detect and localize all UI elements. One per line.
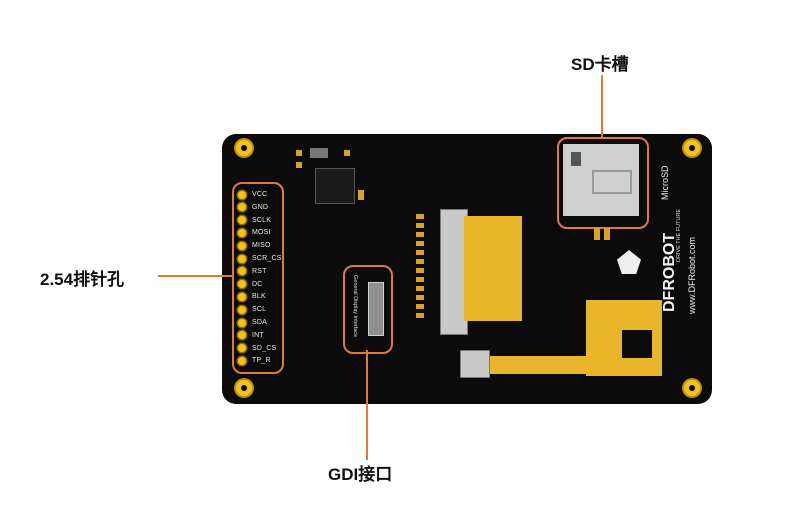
sd-slot-label: SD卡槽 [571, 55, 629, 74]
pin-label: VCC [252, 191, 268, 198]
pin-hole [238, 203, 246, 212]
touch-fpc-cutout [622, 330, 652, 358]
pin-hole [238, 216, 246, 225]
component-column [416, 214, 424, 336]
pin-label: SD_CS [252, 344, 277, 352]
pin-hole [238, 318, 246, 327]
touch-fpc-connector [460, 350, 490, 378]
component [296, 150, 302, 156]
component [296, 162, 302, 168]
mounting-hole-top-right [684, 140, 700, 156]
pin-label: SCL [252, 306, 267, 314]
pin-header: VCC GND SCLK MOSI MISO SCR_CS RST DC BLK… [238, 188, 283, 368]
pin-hole [238, 356, 246, 365]
pin-label: SDA [252, 319, 267, 326]
pin-hole [238, 228, 246, 237]
display-fpc-connector [440, 209, 468, 335]
sd-slot-leader-line [601, 75, 603, 137]
url-text: www.DFRobot.com [687, 236, 697, 314]
sd-slot-detail [592, 170, 632, 194]
pin-label: SCR_CS [252, 255, 282, 262]
mounting-hole-bottom-right [684, 380, 700, 396]
pin-label: INT [252, 331, 264, 339]
pin-label: DC [252, 280, 263, 288]
pin-header-callout [232, 182, 284, 374]
pin-header-label: 2.54排针孔 [40, 270, 125, 289]
gdi-callout [343, 265, 393, 354]
component [594, 228, 600, 240]
pin-hole [238, 280, 246, 289]
pin-label: SCLK [252, 216, 272, 224]
pin-label: MISO [252, 242, 271, 250]
sd-slot-detail [571, 152, 581, 166]
mounting-hole-top-left [236, 140, 252, 156]
component [604, 228, 610, 240]
gdi-connector [368, 282, 384, 336]
pin-label: GND [252, 203, 269, 211]
gdi-label: GDI接口 [328, 465, 393, 484]
pin-hole [238, 267, 246, 276]
pin-label: BLK [252, 293, 266, 301]
display-fpc-ribbon [464, 216, 522, 321]
pin-header-leader-line [158, 275, 232, 277]
pin-hole [238, 292, 246, 301]
pin-label: MOSI [252, 229, 271, 237]
pin-label: RST [252, 267, 267, 275]
component [358, 190, 364, 200]
component [344, 150, 350, 156]
pin-hole [238, 305, 246, 314]
microsd-board-text: MicroSD [660, 165, 670, 200]
tagline-text: DRIVE THE FUTURE [676, 208, 682, 262]
gdi-leader-line [366, 350, 368, 460]
sd-slot-callout [557, 137, 649, 229]
gdi-board-text: General Display Interface [352, 275, 358, 338]
pin-hole [238, 190, 246, 199]
mounting-hole-bottom-left [236, 380, 252, 396]
pin-hole [238, 254, 246, 263]
component [310, 148, 328, 158]
ic-chip [315, 168, 355, 204]
pin-label: TP_R [252, 357, 271, 365]
pin-hole [238, 331, 246, 340]
pin-hole [238, 241, 246, 250]
touch-fpc-ribbon [488, 356, 588, 374]
pin-hole [238, 344, 246, 353]
